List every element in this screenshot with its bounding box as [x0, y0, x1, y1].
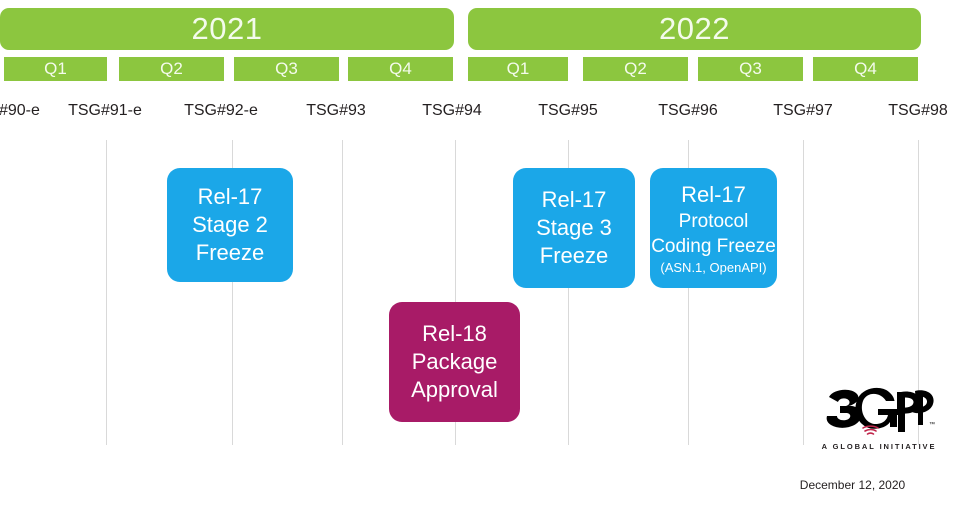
- quarter-bar-5: Q2: [583, 57, 688, 81]
- gridline-5: [688, 140, 689, 445]
- logo-tagline: A GLOBAL INITIATIVE: [821, 442, 937, 451]
- quarter-bar-0: Q1: [4, 57, 107, 81]
- meeting-label: TSG#93: [306, 102, 366, 119]
- milestone-line: Rel-17: [681, 181, 746, 207]
- year-bar-2021: 2021: [0, 8, 454, 50]
- gridline-7: [918, 140, 919, 445]
- meeting-label: TSG#95: [538, 102, 598, 119]
- meeting-label: TSG#98: [888, 102, 948, 119]
- milestone-line: Rel-17: [541, 187, 607, 212]
- milestone-line: Freeze: [539, 243, 609, 268]
- slide-date: December 12, 2020: [799, 478, 906, 492]
- milestone-line: Approval: [411, 377, 498, 402]
- milestone-line: Coding Freeze: [651, 235, 776, 257]
- quarter-bar-1: Q2: [119, 57, 224, 81]
- meeting-label: TSG#92-e: [184, 102, 258, 119]
- gridline-2: [342, 140, 343, 445]
- quarter-bar-7: Q4: [813, 57, 918, 81]
- gridline-1: [232, 140, 233, 445]
- meeting-label: TSG#91-e: [68, 102, 142, 119]
- milestone-line: Stage 2: [192, 212, 268, 237]
- meeting-label: TSG#96: [658, 102, 718, 119]
- gridline-6: [803, 140, 804, 445]
- milestone-line: (ASN.1, OpenAPI): [660, 259, 767, 275]
- year-bar-2022: 2022: [468, 8, 921, 50]
- meeting-label: TSG#90-e: [0, 102, 40, 119]
- milestone-line: Rel-18: [422, 321, 487, 346]
- quarter-bar-3: Q4: [348, 57, 453, 81]
- gridline-4: [568, 140, 569, 445]
- gridline-3: [455, 140, 456, 445]
- milestone-line: Protocol: [678, 210, 749, 232]
- logo-3gpp: ™ A GLOBAL INITIATIVE: [818, 385, 940, 451]
- milestone-line: Rel-17: [197, 184, 263, 209]
- gridline-0: [106, 140, 107, 445]
- milestone-line: Freeze: [195, 240, 265, 265]
- meeting-label: TSG#97: [773, 102, 833, 119]
- milestone-line: Stage 3: [536, 215, 612, 240]
- quarter-bar-2: Q3: [234, 57, 339, 81]
- trademark-symbol: ™: [929, 421, 935, 428]
- milestone-line: Package: [411, 349, 498, 374]
- 3gpp-logo-icon: ™: [818, 385, 940, 441]
- meeting-label: TSG#94: [422, 102, 482, 119]
- quarter-bar-4: Q1: [468, 57, 568, 81]
- quarter-bar-6: Q3: [698, 57, 803, 81]
